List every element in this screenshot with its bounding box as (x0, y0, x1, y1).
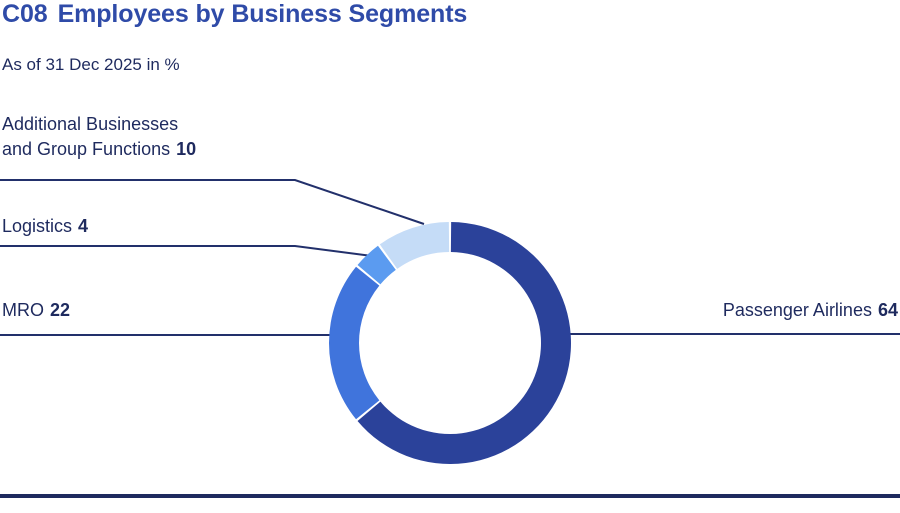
footer-rule (0, 494, 900, 498)
callout-additional-value: 10 (176, 139, 197, 159)
callout-logistics-line1: Logistics (2, 216, 73, 236)
callout-mro-value: 22 (50, 300, 71, 320)
donut-slice-passenger-airlines (357, 222, 571, 464)
chart-title-text: Employees by Business Segments (57, 0, 468, 28)
chart-subtitle: As of 31 Dec 2025 in % (2, 55, 180, 74)
donut-chart (329, 222, 571, 464)
callout-logistics-value: 4 (78, 216, 89, 236)
callout-mro-line1: MRO (2, 300, 44, 320)
chart-code: C08 (2, 0, 48, 28)
donut-slice-additional-businesses-and-group-functions (379, 222, 450, 269)
callout-passenger-line1: Passenger Airlines (722, 300, 872, 320)
leader-line-additional (0, 179, 425, 225)
callout-additional-line1: Additional Businesses (2, 114, 179, 134)
page-title: C08 Employees by Business Segments (2, 0, 467, 29)
donut-slice-mro (329, 266, 380, 420)
callout-additional-line2: and Group Functions (2, 139, 171, 159)
callout-mro: MRO 22 (2, 298, 70, 323)
callout-passenger-value: 64 (877, 300, 898, 320)
donut-slice-logistics (357, 245, 396, 285)
leader-line-logistics (0, 245, 373, 257)
callout-additional-businesses: Additional Businesses and Group Functions… (2, 112, 196, 162)
